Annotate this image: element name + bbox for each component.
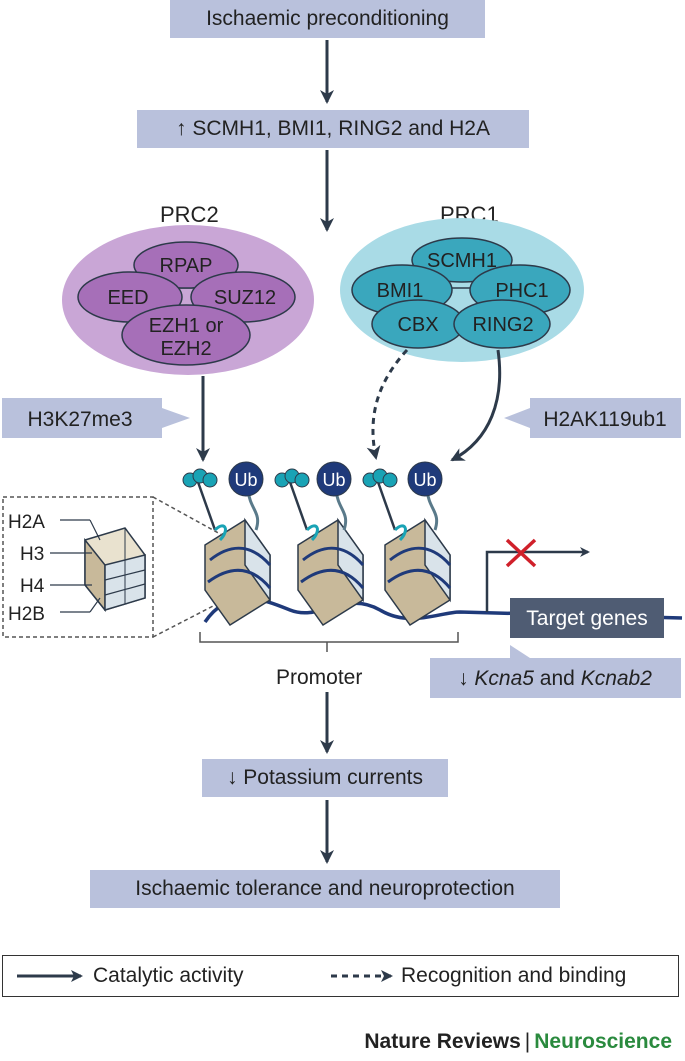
ubiquitin-3-label: Ub — [413, 470, 436, 490]
inset-connector-bottom — [152, 604, 216, 638]
promoter-label: Promoter — [276, 666, 363, 689]
h3k27me3-label: H3K27me3 — [27, 408, 132, 431]
potassium-box: ↓ Potassium currents — [202, 759, 448, 797]
histone-h4-label: H4 — [20, 576, 45, 597]
methyl-group-3 — [362, 468, 407, 542]
prc1-ring2 — [453, 299, 551, 349]
prc1-catalytic-arrow — [450, 349, 502, 462]
transcription-arrow — [485, 547, 590, 612]
target-genes-box — [510, 598, 664, 638]
journal-footer: Nature Reviews|Neuroscience — [0, 1030, 672, 1054]
nucleosome-3 — [384, 517, 452, 627]
nucleosome-1 — [204, 517, 272, 627]
legend-solid-label: Catalytic activity — [93, 964, 244, 987]
nucleosome-inset — [2, 496, 154, 638]
legend: Catalytic activity Recognition and bindi… — [2, 955, 679, 997]
nucleosome-2 — [297, 517, 365, 627]
histone-h3-label: H3 — [20, 544, 44, 565]
ubiquitin-3 — [407, 461, 443, 531]
prc1-ring2-label: RING2 — [472, 314, 533, 336]
preconditioning-box: Ischaemic preconditioning — [170, 0, 485, 38]
journal-separator: | — [524, 1030, 531, 1053]
prc2-ezh — [121, 304, 251, 366]
h2a-leader-drop — [89, 519, 101, 541]
target-genes-label: Target genes — [526, 607, 647, 630]
methyl-group-1 — [182, 468, 227, 542]
prc1-recognition-arrow — [366, 348, 409, 460]
prc2-title: PRC2 — [160, 202, 219, 227]
prc1-cbx-label: CBX — [397, 314, 438, 336]
ubiquitin-2-label: Ub — [322, 470, 345, 490]
ubiquitin-1 — [228, 461, 264, 531]
histone-h2a-label: H2A — [8, 512, 45, 533]
ubiquitin-1-label: Ub — [234, 470, 257, 490]
kcna5-label: ↓ Kcna5 and Kcnab2 — [458, 667, 652, 690]
tolerance-box: Ischaemic tolerance and neuroprotection — [90, 870, 560, 908]
h3k27me3-callout — [2, 398, 190, 438]
inset-connector-top — [152, 496, 223, 536]
h2ak119ub1-label: H2AK119ub1 — [543, 408, 666, 431]
kcna5-callout — [430, 645, 681, 698]
prc1-bmi1-label: BMI1 — [377, 280, 424, 302]
upregulation-box: ↑ SCMH1, BMI1, RING2 and H2A — [137, 110, 529, 148]
prc2-rpap-label: RPAP — [160, 255, 213, 277]
legend-symbols — [17, 970, 393, 982]
h2b-leader-rise — [89, 597, 101, 613]
prc2-ezh1-label: EZH1 or — [149, 315, 224, 337]
ubiquitin-2 — [316, 461, 352, 531]
prc1-scmh1-label: SCMH1 — [427, 250, 497, 272]
prc2-eed-label: EED — [107, 287, 148, 309]
h2ak119ub1-callout — [504, 398, 681, 438]
journal-name: Nature Reviews — [364, 1030, 521, 1053]
promoter-bracket — [199, 632, 459, 652]
prc1-complex: SCMH1 BMI1 PHC1 CBX RING2 — [340, 218, 584, 362]
journal-section: Neuroscience — [534, 1030, 672, 1053]
prc2-ezh2-label: EZH2 — [160, 338, 211, 360]
prc2-suz12-label: SUZ12 — [214, 287, 276, 309]
inhibition-cross — [505, 538, 537, 568]
prc1-phc1-label: PHC1 — [495, 280, 548, 302]
histone-h2b-label: H2B — [8, 604, 45, 625]
methyl-group-2 — [274, 468, 319, 542]
histone-octamer — [84, 527, 146, 613]
prc2-complex: RPAP EED SUZ12 EZH1 or EZH2 — [62, 225, 314, 375]
polycomb-diagram: RPAP EED SUZ12 EZH1 or EZH2 SCMH1 BMI1 P… — [2, 40, 683, 864]
legend-dashed-label: Recognition and binding — [401, 964, 627, 987]
